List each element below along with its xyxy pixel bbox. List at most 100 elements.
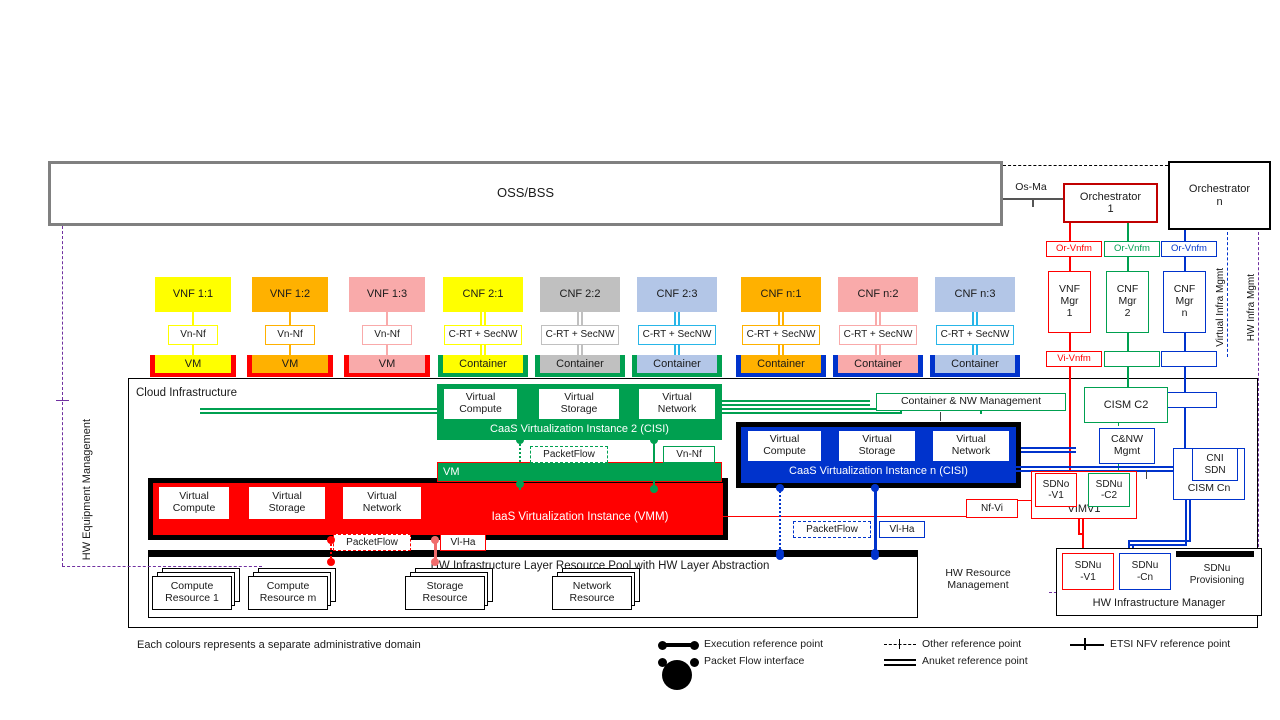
storage-resource-line1: Storage (426, 580, 464, 593)
cnf-2-3-base-box: Container (637, 355, 717, 373)
cnf-mgr-2-line2: Mgr (1118, 295, 1137, 308)
iaas-nfvi-line (723, 516, 971, 518)
sdno-v1-line1: SDNo (1042, 478, 1070, 490)
caas2-packetflow-dot-top (516, 436, 524, 444)
sdnu-provisioning-line2: Provisioning (1189, 574, 1245, 586)
vnf-1-2-interface-box: Vn-Nf (265, 325, 315, 345)
nf-vi-label: Nf-Vi (980, 502, 1004, 514)
cnf-2-1-interface-label: C-RT + SecNW (448, 329, 518, 341)
anuket-tick-cn (1146, 470, 1148, 479)
vnf-1-3-box: VNF 1:3 (349, 277, 425, 312)
iaas-res1-line1: Virtual (179, 490, 209, 503)
container-nw-management-box: Container & NW Management (876, 393, 1066, 411)
cnf-n-3-base-label: Container (951, 357, 999, 370)
cnf-2-3-box: CNF 2:3 (637, 277, 717, 312)
iaas-packetflow-box: PacketFlow (333, 534, 411, 551)
legend-execution-dot-left (657, 640, 667, 650)
caas-2-packetflow-box: PacketFlow (530, 446, 608, 463)
caas2-vnnf-dot-bottom (650, 485, 658, 493)
caas-2-title-text: CaaS Virtualization Instance 2 (CISI) (490, 423, 669, 436)
vim-down-a (1078, 519, 1080, 535)
hw-pool-top-rail (148, 550, 918, 556)
legend-other-reference-point-label: Other reference point (922, 637, 1092, 653)
vi-vnfm-box-3 (1161, 351, 1217, 367)
cnf-2-3-label: CNF 2:3 (656, 288, 698, 301)
vim-jog-a (1078, 533, 1084, 535)
or-vnfm-label-2: Or-Vnfm (1114, 242, 1150, 254)
caas-n-res1-line2: Compute (763, 445, 806, 457)
storage-resource-line2: Resource (422, 592, 468, 604)
iaas-vlha-dot-bottom (431, 558, 439, 566)
caasn-packetflow-dot-top (776, 484, 784, 492)
cnf-2-1-interface-box: C-RT + SecNW (444, 325, 522, 345)
vnf-1-2-interface-label: Vn-Nf (277, 329, 303, 341)
cnf-n-2-base-label: Container (854, 357, 902, 370)
hw-pool-title-text: HW Infrastructure Layer Resource Pool wi… (430, 559, 770, 572)
vi-vnfm-box-2 (1104, 351, 1160, 367)
footnote-text: Each colours represents a separate admin… (137, 638, 421, 651)
cnf-2-1-base-label: Container (459, 357, 507, 370)
hw-equipment-mgmt-tick (56, 400, 69, 402)
legend-execution-line (662, 643, 692, 647)
container-nw-management-label: Container & NW Management (900, 395, 1042, 408)
vnf-1-3-base-label: VM (378, 357, 396, 370)
caas-n-res3-line1: Virtual (956, 433, 986, 446)
caas-2-packetflow-label: PacketFlow (543, 448, 595, 460)
caas2-vnnf-line (653, 440, 656, 490)
hw-infra-mgmt-label: HW Infra Mgmt (1244, 258, 1260, 358)
cnf-2-1-label: CNF 2:1 (462, 288, 504, 301)
cnf-2-3-base-label: Container (653, 357, 701, 370)
vnf-1-1-box: VNF 1:1 (155, 277, 231, 312)
cism-c2-box: CISM C2 (1084, 387, 1168, 423)
caasn-rail-b (1016, 451, 1076, 453)
cnf-n-3-label: CNF n:3 (954, 288, 996, 301)
caas-n-packetflow-label: PacketFlow (806, 523, 858, 535)
or-vnfm-mgr-link-0 (1069, 257, 1071, 271)
sdnu-cn-line1: SDNu (1131, 560, 1159, 572)
cnf-2-1-base-box: Container (443, 355, 523, 373)
iaas-vlha-line (434, 540, 437, 562)
vnf-1-1-base-box: VM (155, 355, 231, 373)
mgr-vivnfm-link-1 (1127, 333, 1129, 351)
iaas-packetflow-dot-bottom (327, 558, 335, 566)
caas-2-vnnf-label: Vn-Nf (676, 448, 702, 460)
caas2-cnw-rail-a (722, 400, 870, 402)
caas-2-res2-line1: Virtual (564, 391, 594, 404)
hw-infra-mgmt-text: HW Infra Mgmt (1246, 274, 1258, 342)
orchestrator-1-label-line2: 1 (1107, 203, 1114, 215)
legend-packetflow-line (662, 660, 692, 664)
vim-down-b (1082, 519, 1084, 539)
cnf-mgr-n-line1: CNF (1173, 283, 1196, 296)
vnf-1-3-label: VNF 1:3 (366, 288, 408, 301)
hw-pool-frame (148, 556, 918, 618)
vnf-mgr-1-line3: 1 (1066, 306, 1073, 319)
legend-etsi-line (1070, 644, 1104, 646)
compute-resource-m-line2: Resource m (259, 592, 317, 604)
cnf-mgr-2-line3: 2 (1124, 306, 1131, 319)
legend-execution-dot-right (689, 640, 699, 650)
cnf-n-2-box: CNF n:2 (838, 277, 918, 312)
cnf-2-2-interface-box: C-RT + SecNW (541, 325, 619, 345)
cnf-n-1-interface-box: C-RT + SecNW (742, 325, 820, 345)
iaas-res2-line1: Virtual (272, 490, 302, 503)
network-resource-line1: Network (572, 580, 612, 593)
caas-2-vm-label: VM (443, 462, 483, 482)
sdnu-c2-line2: -C2 (1100, 490, 1118, 501)
vnf-mgr-1-trunk (1069, 367, 1071, 485)
legend-packet-flow-interface-label: Packet Flow interface (704, 654, 874, 670)
cnf-n-3-interface-box: C-RT + SecNW (936, 325, 1014, 345)
iaas-packetflow-label: PacketFlow (346, 536, 398, 548)
virtual-infra-mgmt-dashed (1227, 232, 1228, 357)
cnf-n-3-box: CNF n:3 (935, 277, 1015, 312)
cism-cn-rail-a (1016, 466, 1176, 468)
cnf-n-3-interface-label: C-RT + SecNW (940, 329, 1010, 341)
iaas-nfvi-line-h (969, 500, 1089, 502)
